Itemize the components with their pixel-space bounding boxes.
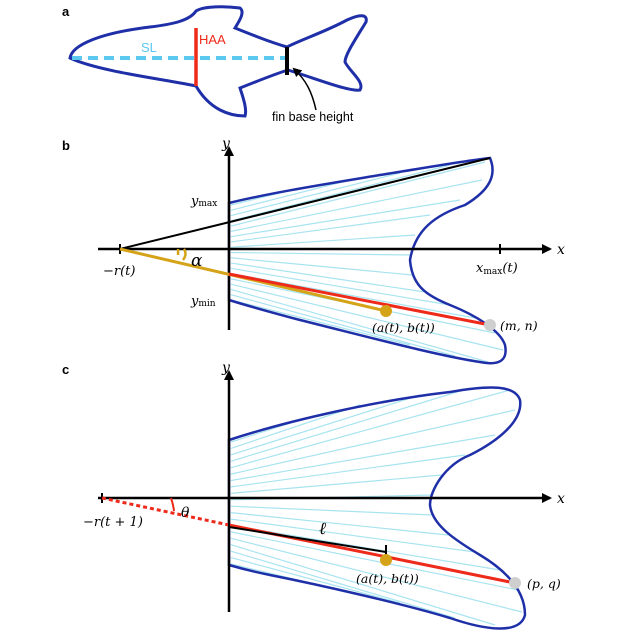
panel-a: a SL HAA fin base height (62, 4, 368, 124)
ymin-label: ymin (190, 294, 216, 309)
fin-ray (230, 267, 451, 306)
fin-ray (230, 161, 486, 227)
x-axis-label-c: x (557, 491, 565, 507)
point-pq-label: (p, q) (527, 576, 561, 591)
panel-b: b y x α −r(t) ymax ymin xmax(t) (a(t), b… (62, 136, 565, 365)
point-ab-b (380, 305, 392, 317)
fin-ray (230, 199, 461, 238)
fish-tail-outline-c (227, 386, 527, 630)
point-mn-label: (m, n) (500, 318, 538, 333)
fin-ray (230, 387, 471, 462)
rays-b (230, 161, 504, 363)
fin-ray (230, 262, 426, 293)
alpha-label: α (191, 251, 203, 271)
fish-outline (68, 5, 368, 118)
fin-ray (230, 531, 519, 591)
panel-b-letter: b (62, 138, 70, 153)
neg-r-label-b: −r(t) (103, 264, 135, 279)
ell-measure-line (228, 526, 387, 553)
fin-ray (230, 234, 416, 248)
ymax-line-b (119, 157, 491, 250)
point-ab-c (380, 554, 392, 566)
point-mn (484, 319, 496, 331)
rays-c (230, 387, 523, 626)
point-pq (509, 577, 521, 589)
fin-ray (230, 389, 511, 469)
fin-ray (230, 214, 431, 243)
point-ab-label-c: (a(t), b(t)) (356, 571, 419, 586)
fin-ray (230, 294, 456, 357)
fin-ray (230, 164, 451, 222)
fin-ray (230, 550, 456, 619)
fin-ray (230, 505, 434, 516)
xmax-label: xmax(t) (476, 261, 518, 277)
fin-base-arrow (292, 67, 317, 111)
fin-ray (230, 172, 401, 217)
panel-a-letter: a (62, 4, 70, 19)
fin-base-label: fin base height (272, 110, 354, 124)
fin-ray (230, 299, 411, 346)
fin-ray (230, 409, 516, 475)
sl-label: SL (141, 40, 157, 55)
fin-ray (230, 257, 413, 276)
x-axis-label-b: x (557, 242, 565, 258)
red-dotted-extension (101, 496, 230, 527)
panel-c: c y x θ ℓ −r(t + 1) (a(t), b(t)) (p, q) (62, 360, 565, 630)
panel-c-letter: c (62, 362, 69, 377)
fin-ray (230, 556, 401, 604)
fin-ray (230, 179, 351, 211)
y-axis-label-b: y (221, 136, 231, 152)
fin-ray (230, 544, 496, 626)
fin-ray (230, 454, 466, 488)
alpha-arc-2 (181, 248, 187, 261)
fin-ray (230, 474, 443, 494)
neg-r-label-c: −r(t + 1) (83, 515, 143, 530)
fin-ray (230, 394, 421, 456)
point-ab-label-b: (a(t), b(t)) (372, 320, 435, 335)
y-axis-label-c: y (221, 360, 231, 376)
fin-ray (230, 288, 489, 363)
fin-ray (230, 179, 483, 232)
haa-label: HAA (199, 32, 226, 47)
fish-tail-outline-b (227, 156, 507, 365)
fin-ray (230, 251, 411, 256)
fin-ray (230, 283, 504, 351)
fin-ray (230, 434, 496, 482)
theta-arc (170, 497, 175, 512)
fin-ray (230, 518, 476, 553)
ell-label: ℓ (319, 519, 326, 539)
theta-label: θ (181, 505, 190, 521)
fin-ray (230, 512, 449, 536)
red-midline-b (228, 272, 491, 327)
fin-ray (230, 537, 523, 613)
ymax-label: ymax (190, 194, 217, 209)
